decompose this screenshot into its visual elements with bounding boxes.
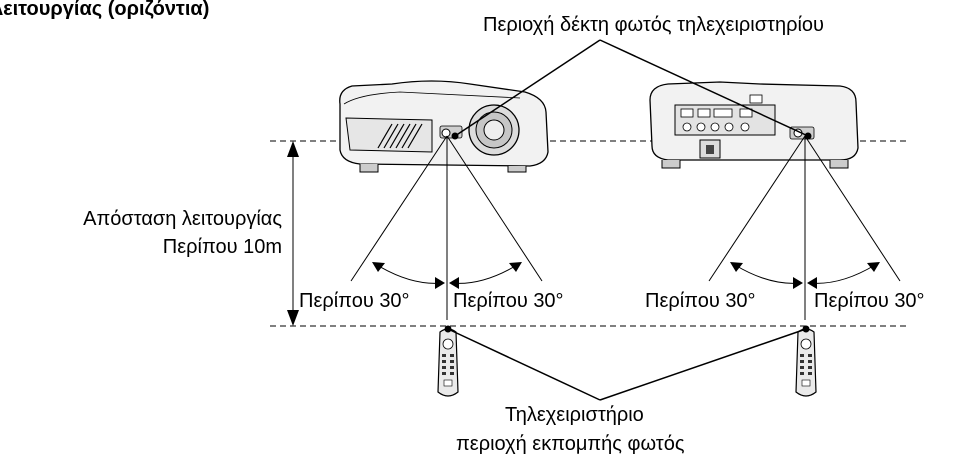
receiver-area-label: Περιοχή δέκτη φωτός τηλεχειριστηρίου	[483, 14, 824, 36]
reception-angle-left	[350, 135, 543, 320]
transmitter-label-line1: Τηλεχειριστήριο	[505, 404, 644, 426]
transmitter-dot-left	[444, 325, 452, 333]
angle-label-right-outer: Περίπου 30°	[814, 290, 925, 312]
receiver-callout-lines	[454, 39, 809, 137]
remote-control-right	[795, 328, 817, 397]
angle-label-left-inner: Περίπου 30°	[453, 290, 564, 312]
distance-label-line1: Απόσταση λειτουργίας	[83, 208, 282, 230]
projector-front-illustration	[339, 80, 549, 173]
transmitter-label-line2: περιοχή εκπομπής φωτός	[456, 433, 685, 455]
reception-angle-right	[708, 135, 901, 320]
transmitter-callout-lines	[447, 328, 807, 401]
remote-control-left	[437, 328, 459, 397]
angle-label-right-inner: Περίπου 30°	[645, 290, 756, 312]
section-title: λειτουργίας (οριζόντια)	[0, 0, 210, 20]
projector-rear-illustration	[649, 81, 859, 169]
angle-label-left-outer: Περίπου 30°	[299, 290, 410, 312]
transmitter-dot-right	[802, 325, 810, 333]
distance-arrow	[287, 141, 299, 326]
distance-label-line2: Περίπου 10m	[162, 236, 282, 258]
receiver-dot-left	[451, 132, 459, 140]
